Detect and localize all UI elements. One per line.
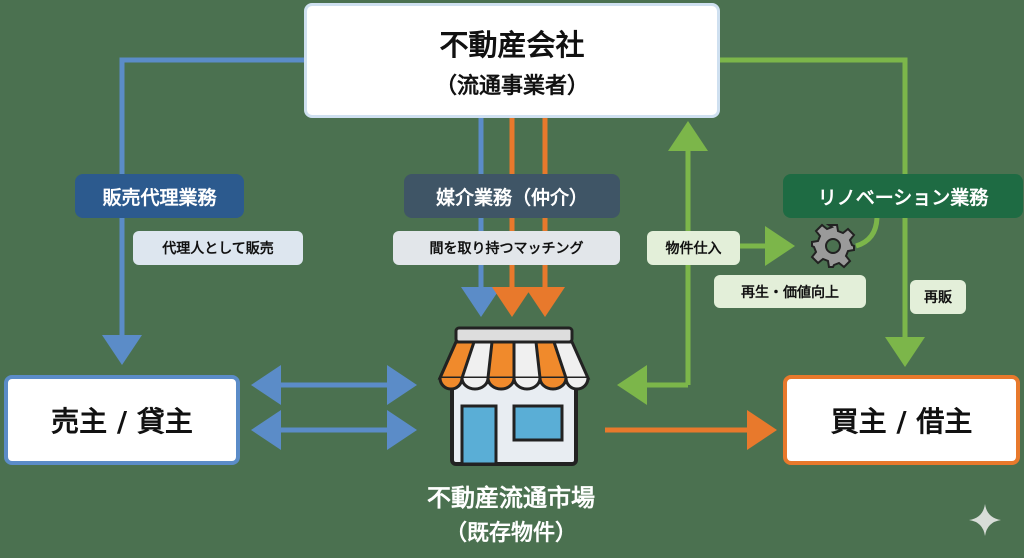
- company-title: 不動産会社: [439, 27, 585, 62]
- seller-box: 売主 / 貸主: [4, 375, 240, 465]
- agency-note: 代理人として販売: [133, 231, 303, 265]
- sparkle-icon: [969, 504, 1001, 536]
- brokerage-note: 間を取り持つマッチング: [393, 231, 620, 265]
- market-subtitle: （既存物件）: [444, 521, 577, 546]
- agency-service-tag: 販売代理業務: [75, 174, 244, 218]
- seller-label: 売主 / 貸主: [51, 405, 193, 438]
- market-label: 不動産流通市場 （既存物件）: [400, 478, 622, 547]
- market-title: 不動産流通市場: [427, 484, 595, 512]
- real-estate-company-box: 不動産会社 （流通事業者）: [304, 3, 720, 118]
- purchase-note: 物件仕入: [647, 231, 740, 265]
- resale-note: 再販: [910, 280, 966, 314]
- company-subtitle: （流通事業者）: [434, 73, 589, 99]
- buyer-label: 買主 / 借主: [830, 405, 973, 438]
- improve-note: 再生・価値向上: [714, 275, 866, 308]
- renovation-service-tag: リノベーション業務: [783, 174, 1023, 218]
- buyer-box: 買主 / 借主: [783, 375, 1020, 465]
- store-icon: [437, 326, 591, 466]
- gear-icon: [810, 223, 856, 269]
- brokerage-service-tag: 媒介業務（仲介）: [404, 174, 620, 218]
